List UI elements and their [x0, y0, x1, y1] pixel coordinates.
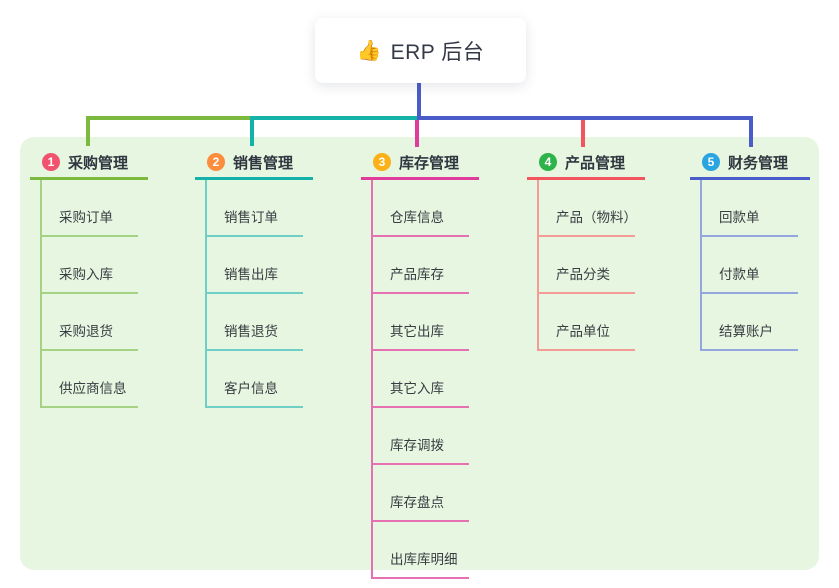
child-node[interactable]: 销售出库 — [207, 237, 303, 294]
connector-horizontal-teal — [250, 116, 417, 120]
connector-drop-product — [581, 120, 585, 147]
branch-number-badge: 1 — [42, 153, 60, 171]
connector-drop-finance — [749, 116, 753, 147]
connector-drop-sales — [250, 120, 254, 146]
branch-children: 回款单 付款单 结算账户 — [700, 180, 798, 351]
thumbs-up-icon: 👍 — [356, 39, 382, 62]
branch-node-finance[interactable]: 5 财务管理 — [690, 150, 810, 174]
branch-number-badge: 4 — [539, 153, 557, 171]
branch-node-inventory[interactable]: 3 库存管理 — [361, 150, 479, 174]
child-node[interactable]: 结算账户 — [702, 294, 798, 351]
connector-drop-inventory — [415, 120, 419, 147]
connector-horizontal-green — [86, 116, 250, 120]
connector-horizontal-blue — [417, 116, 753, 120]
child-node[interactable]: 付款单 — [702, 237, 798, 294]
child-node[interactable]: 其它出库 — [373, 294, 469, 351]
child-label: 产品单位 — [556, 324, 610, 339]
branches-panel — [20, 137, 819, 570]
child-node[interactable]: 出库库明细 — [373, 522, 469, 579]
child-node[interactable]: 采购订单 — [42, 180, 138, 237]
branch-column-sales: 2 销售管理 销售订单 销售出库 销售退货 客户信息 — [195, 150, 313, 408]
child-label: 供应商信息 — [59, 381, 127, 396]
child-label: 采购退货 — [59, 324, 113, 339]
child-label: 库存调拨 — [390, 438, 444, 453]
child-label: 其它入库 — [390, 381, 444, 396]
child-node[interactable]: 客户信息 — [207, 351, 303, 408]
child-node[interactable]: 其它入库 — [373, 351, 469, 408]
child-label: 产品库存 — [390, 267, 444, 282]
child-node[interactable]: 产品单位 — [539, 294, 635, 351]
child-label: 销售订单 — [224, 210, 278, 225]
branch-underline — [30, 177, 148, 180]
branch-node-sales[interactable]: 2 销售管理 — [195, 150, 313, 174]
child-label: 销售出库 — [224, 267, 278, 282]
branch-underline — [690, 177, 810, 180]
child-label: 付款单 — [719, 267, 760, 282]
branch-label: 销售管理 — [233, 154, 294, 172]
child-node[interactable]: 销售订单 — [207, 180, 303, 237]
child-label: 产品（物料） — [556, 210, 637, 225]
branch-children: 产品（物料） 产品分类 产品单位 — [537, 180, 637, 351]
branch-column-finance: 5 财务管理 回款单 付款单 结算账户 — [690, 150, 810, 351]
child-label: 回款单 — [719, 210, 760, 225]
child-label: 采购入库 — [59, 267, 113, 282]
child-label: 产品分类 — [556, 267, 610, 282]
child-node[interactable]: 产品（物料） — [539, 180, 637, 237]
root-title: ERP 后台 — [390, 40, 485, 64]
child-label: 客户信息 — [224, 381, 278, 396]
branch-number-badge: 2 — [207, 153, 225, 171]
child-label: 库存盘点 — [390, 495, 444, 510]
root-node[interactable]: 👍 ERP 后台 — [315, 18, 526, 83]
branch-label: 财务管理 — [728, 154, 789, 172]
branch-column-purchase: 1 采购管理 采购订单 采购入库 采购退货 供应商信息 — [30, 150, 148, 408]
connector-drop-purchase — [86, 120, 90, 146]
branch-underline — [527, 177, 645, 180]
child-node[interactable]: 销售退货 — [207, 294, 303, 351]
branch-node-product[interactable]: 4 产品管理 — [527, 150, 645, 174]
child-node[interactable]: 仓库信息 — [373, 180, 469, 237]
branch-node-purchase[interactable]: 1 采购管理 — [30, 150, 148, 174]
branch-number-badge: 3 — [373, 153, 391, 171]
branch-label: 库存管理 — [399, 154, 460, 172]
branch-label: 产品管理 — [565, 154, 626, 172]
branch-underline — [195, 177, 313, 180]
child-label: 销售退货 — [224, 324, 278, 339]
child-node[interactable]: 库存调拨 — [373, 408, 469, 465]
child-label: 仓库信息 — [390, 210, 444, 225]
child-node[interactable]: 产品库存 — [373, 237, 469, 294]
branch-children: 销售订单 销售出库 销售退货 客户信息 — [205, 180, 303, 408]
branch-label: 采购管理 — [68, 154, 129, 172]
child-label: 出库库明细 — [390, 552, 458, 567]
child-node[interactable]: 采购入库 — [42, 237, 138, 294]
connector-root-line — [417, 83, 421, 116]
branch-column-product: 4 产品管理 产品（物料） 产品分类 产品单位 — [527, 150, 645, 351]
branch-children: 仓库信息 产品库存 其它出库 其它入库 库存调拨 库存盘点 出库库明细 — [371, 180, 469, 579]
child-label: 采购订单 — [59, 210, 113, 225]
child-node[interactable]: 产品分类 — [539, 237, 635, 294]
child-node[interactable]: 供应商信息 — [42, 351, 138, 408]
child-node[interactable]: 回款单 — [702, 180, 798, 237]
branch-underline — [361, 177, 479, 180]
branch-column-inventory: 3 库存管理 仓库信息 产品库存 其它出库 其它入库 库存调拨 库存盘点 出库库… — [361, 150, 479, 579]
child-label: 结算账户 — [719, 324, 773, 339]
branch-number-badge: 5 — [702, 153, 720, 171]
child-node[interactable]: 库存盘点 — [373, 465, 469, 522]
branch-children: 采购订单 采购入库 采购退货 供应商信息 — [40, 180, 138, 408]
child-node[interactable]: 采购退货 — [42, 294, 138, 351]
child-label: 其它出库 — [390, 324, 444, 339]
